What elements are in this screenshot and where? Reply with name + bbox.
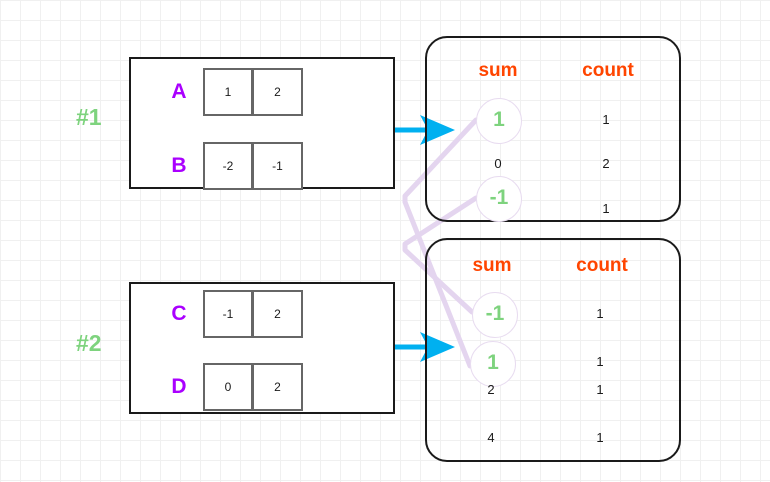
aggregate-2-sum-value: 1 (470, 341, 516, 387)
cell-value: 0 (203, 363, 253, 411)
row-key: B (171, 154, 187, 177)
aggregate-1-sum-value: 1 (476, 98, 522, 144)
aggregate-1-header-sum: sum (478, 60, 518, 81)
aggregate-1-count-value: 2 (602, 156, 610, 171)
row-key: C (171, 302, 187, 325)
aggregate-2-header-count: count (576, 255, 628, 276)
row-cells: 1 2 (203, 68, 303, 116)
aggregate-1-count-value: 1 (602, 112, 610, 127)
cell-value: 2 (253, 363, 303, 411)
aggregate-1-count-value: 1 (602, 201, 610, 216)
table-row: B -2 -1 (155, 142, 303, 190)
cell-value: 1 (203, 68, 253, 116)
row-key: D (171, 375, 187, 398)
aggregate-1-sum-value: 0 (494, 156, 502, 171)
aggregate-2-sum-value: 4 (487, 430, 495, 445)
aggregate-1-header-count: count (582, 60, 634, 81)
aggregate-2-count-value: 1 (596, 354, 604, 369)
aggregate-box-2 (425, 238, 681, 462)
group-label-1: #1 (76, 104, 102, 130)
row-cells: -1 2 (203, 290, 303, 338)
aggregate-2-header-sum: sum (472, 255, 512, 276)
aggregate-2-sum-value: -1 (472, 292, 518, 338)
aggregate-2-sum-value: 2 (487, 382, 495, 397)
aggregate-1-sum-value: -1 (476, 176, 522, 222)
cell-value: -2 (203, 142, 253, 190)
aggregate-2-count-value: 1 (596, 382, 604, 397)
cell-value: 2 (253, 290, 303, 338)
row-cells: -2 -1 (203, 142, 303, 190)
table-row: A 1 2 (155, 68, 303, 116)
row-cells: 0 2 (203, 363, 303, 411)
cell-value: 2 (253, 68, 303, 116)
cell-value: -1 (253, 142, 303, 190)
aggregate-2-count-value: 1 (596, 306, 604, 321)
table-row: D 0 2 (155, 363, 303, 411)
cell-value: -1 (203, 290, 253, 338)
table-row: C -1 2 (155, 290, 303, 338)
row-key: A (171, 80, 187, 103)
group-label-2: #2 (76, 330, 102, 356)
aggregate-2-count-value: 1 (596, 430, 604, 445)
aggregate-box-1 (425, 36, 681, 222)
